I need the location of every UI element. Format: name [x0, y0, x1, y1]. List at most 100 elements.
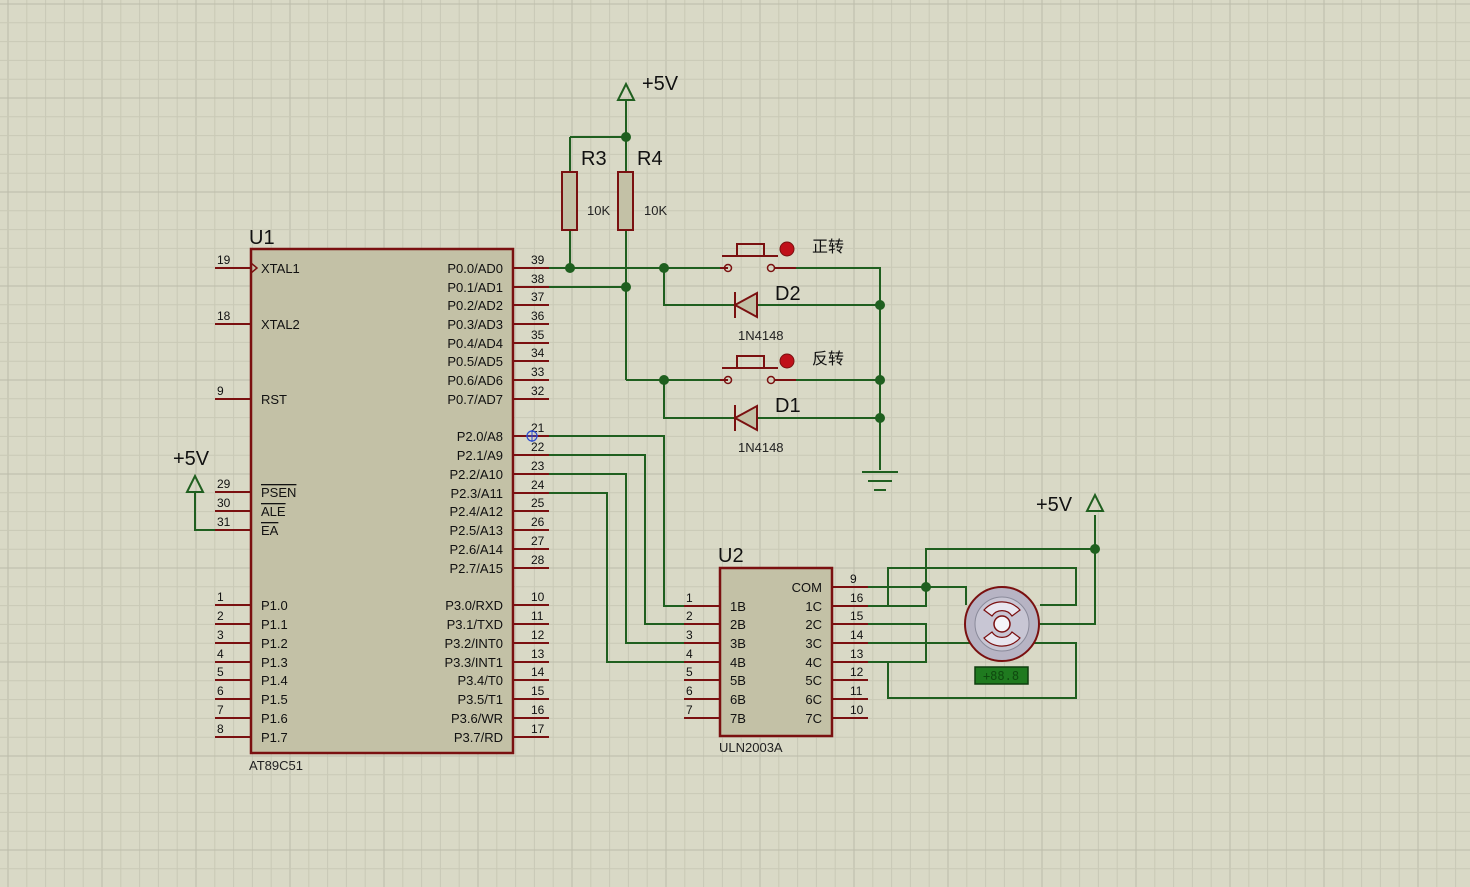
- pin-number: 16: [531, 703, 545, 717]
- u2-pin-1[interactable]: 11B: [684, 591, 746, 614]
- u2-ref: U2: [718, 545, 744, 567]
- u2-pin-3[interactable]: 33B: [684, 628, 746, 651]
- u2-pin-7[interactable]: 77B: [684, 703, 746, 726]
- u1-pin-6[interactable]: 6P1.5: [215, 684, 288, 707]
- button-forward-label: 正转: [812, 237, 844, 256]
- pin-label: P2.1/A9: [457, 448, 503, 463]
- u1-pin-2[interactable]: 2P1.1: [215, 609, 288, 632]
- u2-pin-4[interactable]: 44B: [684, 647, 746, 670]
- u2-pin-6[interactable]: 66B: [684, 684, 746, 707]
- pin-label: P0.5/AD5: [447, 354, 503, 369]
- u2-pin-5[interactable]: 55B: [684, 665, 746, 688]
- u1-at89c51[interactable]: U1 AT89C51 19XTAL118XTAL29RST29PSEN30ALE…: [215, 227, 549, 773]
- u1-pin-1[interactable]: 1P1.0: [215, 590, 288, 613]
- diode-d1[interactable]: D1 1N4148: [732, 395, 801, 455]
- pin-label: P2.5/A13: [450, 523, 504, 538]
- button-forward[interactable]: 正转: [720, 237, 844, 273]
- crosshair-cursor-icon: [526, 430, 538, 442]
- pin-label: ALE: [261, 504, 286, 519]
- motor-readout-box: [974, 666, 1029, 685]
- pin-label: P1.4: [261, 673, 288, 688]
- pin-number: 25: [531, 496, 545, 510]
- junction-dots: [565, 132, 1100, 592]
- u1-pin-8[interactable]: 8P1.7: [215, 722, 288, 745]
- r4-value: 10K: [644, 203, 667, 218]
- pin-label: P3.7/RD: [454, 730, 503, 745]
- pin-label: 5B: [730, 673, 746, 688]
- power-terminal-right[interactable]: +5V: [1036, 492, 1105, 516]
- u2-pin-2[interactable]: 22B: [684, 609, 746, 632]
- power-terminal-left[interactable]: +5V: [173, 448, 210, 493]
- pin-number: 27: [531, 534, 545, 548]
- u1-pin-4[interactable]: 4P1.3: [215, 647, 288, 670]
- u1-part: AT89C51: [249, 758, 303, 773]
- u1-pin-3[interactable]: 3P1.2: [215, 628, 288, 651]
- pin-label: COM: [792, 580, 822, 595]
- pin-number: 33: [531, 365, 545, 379]
- u1-pin-5[interactable]: 5P1.4: [215, 665, 288, 688]
- resistor-r4[interactable]: R4 10K: [617, 148, 667, 231]
- pin-number: 26: [531, 515, 545, 529]
- diode-d2[interactable]: D2 1N4148: [732, 283, 801, 343]
- u1-pin-7[interactable]: 7P1.6: [215, 703, 288, 726]
- pin-label: P0.3/AD3: [447, 317, 503, 332]
- pin-number: 6: [217, 684, 224, 698]
- d1-ref: D1: [775, 395, 801, 417]
- button-reverse[interactable]: 反转: [720, 349, 844, 385]
- ground-symbol[interactable]: [862, 471, 898, 491]
- power-label-right: +5V: [1036, 494, 1073, 516]
- resistor-r3[interactable]: R3 10K: [561, 148, 610, 231]
- pin-label: 5C: [805, 673, 822, 688]
- power-terminal-top[interactable]: +5V: [616, 73, 679, 101]
- pin-label: P0.1/AD1: [447, 280, 503, 295]
- pin-number: 34: [531, 346, 545, 360]
- pin-label: 1B: [730, 599, 746, 614]
- pin-number: 21: [531, 421, 545, 435]
- pin-number: 19: [217, 253, 231, 267]
- stepper-motor[interactable]: +88.8: [964, 586, 1040, 685]
- pin-label: P2.2/A10: [450, 467, 504, 482]
- button-forward-led[interactable]: [779, 241, 795, 257]
- button-reverse-led[interactable]: [779, 353, 795, 369]
- pin-number: 13: [850, 647, 864, 661]
